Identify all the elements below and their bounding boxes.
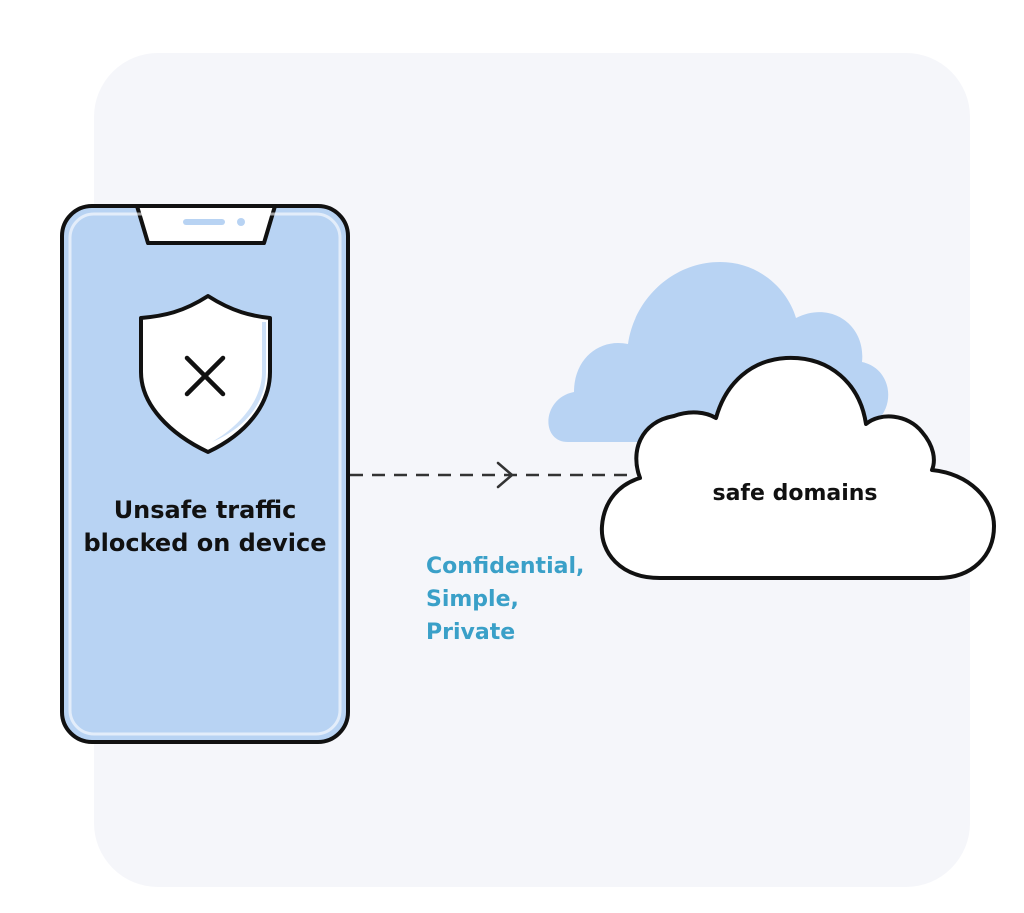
- phone-speaker: [183, 219, 225, 225]
- phone-caption-line-1: Unsafe traffic: [113, 496, 297, 524]
- shield-x-icon: [139, 294, 272, 454]
- cloud-label: safe domains: [712, 481, 878, 506]
- shield-side-accent: [212, 322, 266, 442]
- shield-inner-shade: [150, 304, 208, 444]
- phone-illustration: [60, 204, 350, 744]
- tagline-line-2: Simple,: [426, 587, 519, 612]
- phone-caption-line-2: blocked on device: [83, 529, 327, 557]
- tagline: Confidential, Simple, Private: [426, 550, 584, 649]
- arrow-head-icon: [496, 461, 514, 489]
- phone-body: [60, 204, 350, 744]
- tagline-line-1: Confidential,: [426, 554, 585, 579]
- x-mark-stroke-2: [184, 355, 226, 397]
- phone-camera: [237, 218, 245, 226]
- phone-caption: Unsafe traffic blocked on device: [66, 494, 344, 560]
- phone-screen-edge: [68, 212, 342, 736]
- dashed-arrow-connector: [350, 461, 628, 489]
- tagline-line-3: Private: [426, 620, 516, 645]
- cloud-icon: [599, 355, 996, 580]
